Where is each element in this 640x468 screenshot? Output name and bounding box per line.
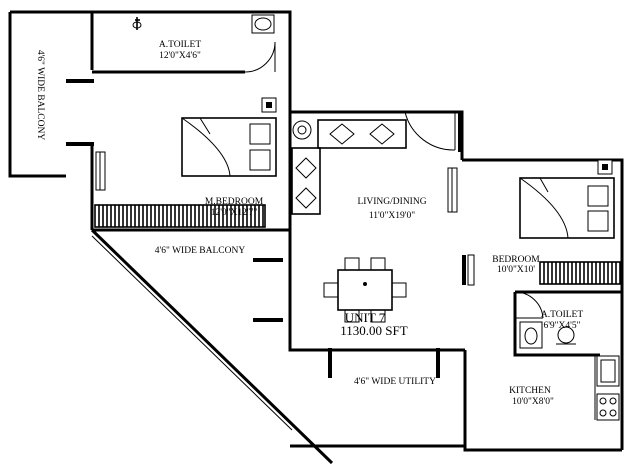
kitchen-name: KITCHEN	[509, 386, 551, 396]
dining-table	[323, 257, 407, 323]
outer-walls	[8, 10, 624, 465]
railing-hatch	[94, 204, 621, 285]
living-dining-name: LIVING/DINING	[357, 197, 426, 207]
utility-label: 4'6" WIDE UTILITY	[354, 377, 436, 387]
a-toilet-2-size: 6'9"X4'5"	[543, 321, 580, 331]
doors	[244, 41, 544, 319]
windows	[66, 79, 475, 378]
toilet-fixtures-1	[132, 14, 275, 34]
interior-walls	[92, 70, 622, 420]
a-toilet-2-name: A.TOILET	[541, 310, 583, 320]
kitchen-fixtures	[596, 355, 620, 421]
toilet-fixtures-2	[519, 321, 576, 349]
master-bed	[181, 117, 277, 177]
living-dining-size: 11'0"X19'0"	[369, 211, 415, 221]
unit-name: UNIT 7	[345, 310, 386, 325]
kitchen-size: 10'0"X8'0"	[512, 397, 554, 407]
bedroom-bed	[519, 177, 615, 239]
master-bedroom-name: M.BEDROOM	[205, 197, 264, 207]
unit-area: 1130.00 SFT	[340, 323, 407, 338]
front-balcony-label: 4'6" WIDE BALCONY	[155, 246, 246, 256]
bedroom-name: BEDROOM	[492, 255, 540, 265]
bedroom-size: 10'0"X10'	[497, 265, 535, 275]
side-balcony-label: 4'6" WIDE BALCONY	[35, 50, 45, 141]
a-toilet-1-name: A.TOILET	[159, 40, 201, 50]
sofa-set	[291, 119, 407, 215]
master-bedroom-size: 12'0"X12'7"	[211, 208, 258, 218]
room-labels: A.TOILET 12'0"X4'6" 4'6" WIDE BALCONY M.…	[35, 40, 583, 407]
a-toilet-1-size: 12'0"X4'6"	[159, 51, 201, 61]
